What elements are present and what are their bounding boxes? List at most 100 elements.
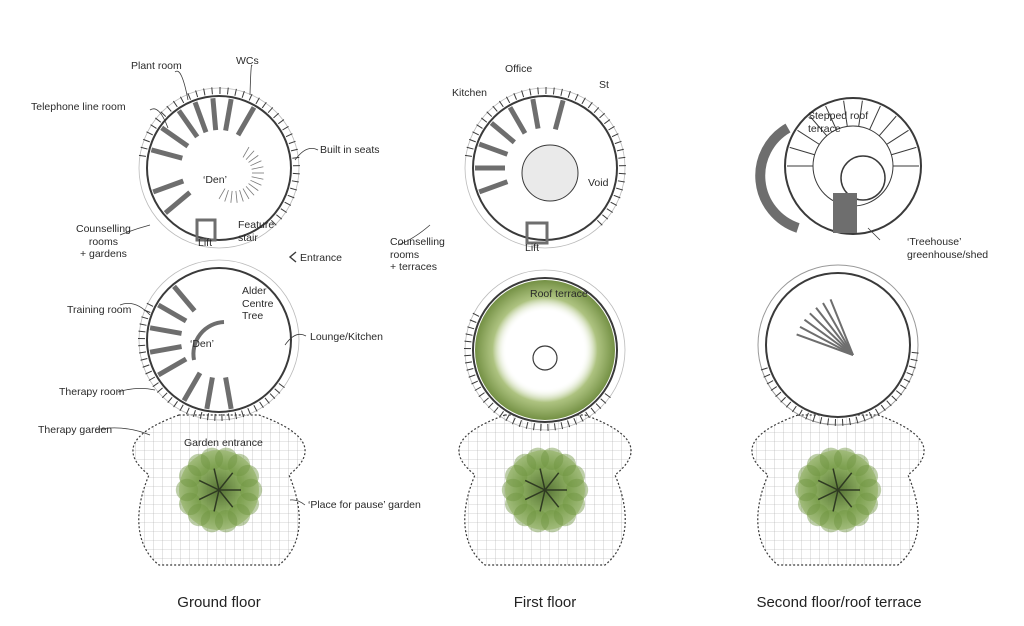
upper-fin <box>249 94 252 100</box>
upper-fin <box>609 126 615 130</box>
lower-fin <box>488 403 493 408</box>
upper-fin <box>212 87 213 94</box>
upper-fin <box>612 134 618 137</box>
lower-fin <box>265 398 269 403</box>
upper-fin <box>599 113 604 118</box>
upper-fin <box>276 215 281 219</box>
label-den-lower: ‘Den’ <box>190 338 214 351</box>
upper-fin <box>262 102 266 108</box>
label-lift-first: Lift <box>525 242 539 255</box>
lower-fin <box>168 397 172 402</box>
roof-terrace-planting <box>475 280 615 420</box>
label-training-room: Training room <box>67 304 131 317</box>
upper-fin <box>180 97 183 103</box>
tree-leaf-cluster <box>563 465 585 487</box>
label-roof-terrace: Roof terrace <box>530 288 588 301</box>
lower-fin <box>601 399 606 404</box>
caption-first-floor: First floor <box>514 594 577 611</box>
lower-fin <box>260 402 264 408</box>
lower-fin <box>471 381 477 384</box>
plan-2 <box>752 98 924 565</box>
treehouse-shed <box>833 193 857 233</box>
label-void: Void <box>588 177 608 190</box>
leader-line <box>250 65 252 95</box>
label-entrance: Entrance <box>300 252 342 265</box>
upper-fin <box>575 94 578 100</box>
label-wcs: WCs <box>236 55 259 68</box>
caption-second-floor: Second floor/roof terrace <box>756 594 921 611</box>
lower-roof-fin <box>792 406 796 412</box>
lower-fin <box>153 383 159 387</box>
lower-roof-fin <box>881 405 885 411</box>
upper-fin <box>611 202 617 205</box>
label-kitchen: Kitchen <box>452 87 487 100</box>
entrance-arrow-icon <box>290 252 296 262</box>
upper-fin <box>256 98 259 104</box>
lower-fin <box>180 405 183 411</box>
label-st: St <box>599 79 609 92</box>
upper-fin <box>602 215 607 219</box>
upper-fin <box>604 120 610 124</box>
label-stepped-roof-terrace: Stepped roof terrace <box>808 110 868 135</box>
lower-roof-fin <box>904 379 910 382</box>
upper-fin <box>286 134 292 137</box>
label-therapy-room: Therapy room <box>59 386 124 399</box>
upper-fin <box>487 112 492 117</box>
label-plant-room: Plant room <box>131 60 182 73</box>
lower-roof-fin <box>896 391 902 395</box>
lower-fin <box>147 303 153 306</box>
lower-fin <box>591 408 595 413</box>
label-place-for-pause: ‘Place for pause’ garden <box>308 499 421 512</box>
lower-roof-fin <box>781 397 786 402</box>
upper-fin <box>594 107 599 112</box>
lower-fin <box>270 394 275 399</box>
lower-fin <box>149 377 155 381</box>
lower-fin <box>473 313 479 316</box>
upper-fin <box>155 118 161 122</box>
label-treehouse: ‘Treehouse’ greenhouse/shed <box>907 236 988 261</box>
upper-fin <box>607 209 613 213</box>
label-telephone-line-room: Telephone line room <box>31 101 126 114</box>
upper-fin <box>167 106 172 111</box>
label-built-in-seats: Built in seats <box>320 144 380 157</box>
lower-fin <box>186 408 189 414</box>
upper-fin <box>493 106 498 111</box>
upper-fin <box>268 107 273 112</box>
lower-roof-fin <box>875 409 879 415</box>
label-counselling-rooms-first: Counselling rooms + terraces <box>390 236 445 274</box>
plans-layer <box>95 65 924 565</box>
tree-leaf-cluster <box>237 465 259 487</box>
upper-fin <box>538 87 539 94</box>
upper-fin <box>151 125 157 129</box>
lower-fin <box>254 405 257 411</box>
lower-roof-fin <box>887 401 892 406</box>
upper-fin <box>473 132 479 135</box>
lower-fin <box>605 393 611 397</box>
label-alder-centre-tree: Alder Centre Tree <box>242 285 274 323</box>
caption-ground-floor: Ground floor <box>177 594 260 611</box>
lower-fin <box>275 389 280 394</box>
lower-fin <box>248 408 251 414</box>
lower-fin <box>483 398 488 403</box>
lower-fin <box>279 383 285 387</box>
lower-roof-fin <box>892 396 897 401</box>
upper-fin <box>499 101 503 107</box>
upper-fin <box>619 173 626 174</box>
upper-fin <box>281 209 287 213</box>
label-garden-entrance: Garden entrance <box>184 437 263 450</box>
upper-fin <box>477 125 483 129</box>
label-lift-ground: Lift <box>198 237 212 250</box>
lower-roof-fin <box>767 381 773 384</box>
upper-fin <box>147 132 153 135</box>
upper-fin <box>588 102 592 108</box>
label-therapy-garden: Therapy garden <box>38 424 112 437</box>
upper-fin <box>293 173 300 174</box>
plan-0 <box>133 87 305 565</box>
upper-fin <box>481 118 487 122</box>
lower-roof-fin <box>771 387 777 391</box>
upper-fin <box>188 93 191 99</box>
void-circle <box>522 145 578 201</box>
lower-fin <box>479 393 485 397</box>
